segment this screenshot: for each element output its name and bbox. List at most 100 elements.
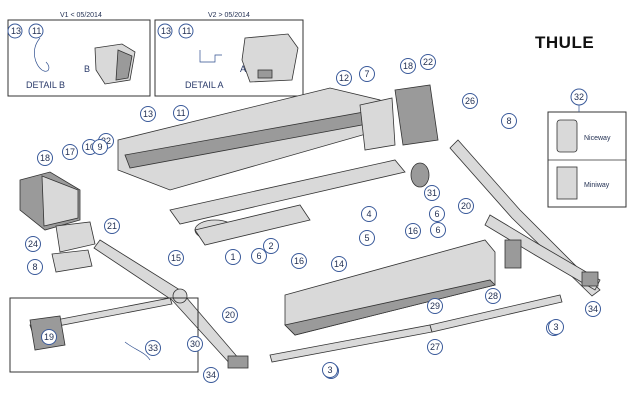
callout-18: 18 — [37, 150, 53, 166]
svg-text:2: 2 — [268, 241, 273, 251]
svg-text:A: A — [240, 64, 246, 74]
svg-text:16: 16 — [408, 226, 418, 236]
left-end-cap — [19, 171, 96, 273]
callout-8: 8 — [27, 259, 43, 275]
svg-text:20: 20 — [461, 201, 471, 211]
svg-text:17: 17 — [65, 147, 75, 157]
svg-text:8: 8 — [32, 262, 37, 272]
detail-b-caption: DETAIL B — [26, 80, 65, 90]
svg-text:22: 22 — [101, 136, 111, 146]
svg-text:11: 11 — [176, 108, 185, 118]
callout-3: 3 — [548, 319, 564, 335]
right-arm — [449, 139, 601, 297]
svg-text:12: 12 — [339, 73, 349, 83]
callout-6: 6 — [430, 222, 446, 238]
callout-34: 34 — [585, 301, 601, 317]
svg-text:5: 5 — [364, 233, 369, 243]
svg-text:16: 16 — [294, 256, 304, 266]
svg-text:24: 24 — [28, 239, 38, 249]
detail-b-version: V1 < 05/2014 — [60, 12, 102, 19]
callout-8: 8 — [501, 113, 517, 129]
svg-text:7: 7 — [364, 69, 369, 79]
left-arm — [93, 239, 249, 369]
svg-text:4: 4 — [366, 209, 371, 219]
callout-34: 34 — [203, 367, 219, 383]
svg-text:22: 22 — [423, 57, 433, 67]
callout-11: 11 — [173, 105, 189, 121]
detail-a-cover — [241, 33, 299, 83]
callout-29: 29 — [427, 298, 443, 314]
callout-19: 19 — [41, 329, 57, 345]
svg-text:9: 9 — [97, 142, 102, 152]
svg-text:13: 13 — [161, 26, 171, 36]
svg-text:33: 33 — [148, 343, 158, 353]
callout-2: 2 — [263, 238, 279, 254]
callout-27: 27 — [427, 339, 443, 355]
svg-text:13: 13 — [11, 26, 21, 36]
detail-b-panel: V1 < 05/2014 13 11 B DETAIL B — [7, 12, 151, 97]
callout-6: 6 — [429, 206, 445, 222]
svg-text:30: 30 — [190, 339, 200, 349]
svg-text:34: 34 — [206, 370, 216, 380]
model-legend: Niceway Miniway 32 — [547, 88, 627, 208]
svg-text:15: 15 — [171, 253, 181, 263]
callout-7: 7 — [359, 66, 375, 82]
cassette-profile — [117, 87, 406, 246]
thule-logo: THULE — [535, 33, 594, 52]
callout-17: 17 — [62, 144, 78, 160]
detail-a-caption: DETAIL A — [185, 80, 224, 90]
svg-text:6: 6 — [434, 209, 439, 219]
svg-text:8: 8 — [506, 116, 511, 126]
callout-1: 1 — [225, 249, 241, 265]
callout-12: 12 — [336, 70, 352, 86]
callout-33: 33 — [145, 340, 161, 356]
motor-detail-panel — [9, 297, 199, 373]
svg-text:21: 21 — [107, 221, 117, 231]
svg-text:34: 34 — [588, 304, 598, 314]
detail-a-panel: V2 > 05/2014 13 11 A DETAIL A — [154, 12, 304, 97]
callout-16: 16 — [405, 223, 421, 239]
svg-text:27: 27 — [430, 342, 440, 352]
svg-text:18: 18 — [40, 153, 50, 163]
callout-15: 15 — [168, 250, 184, 266]
svg-text:11: 11 — [32, 26, 41, 36]
svg-text:B: B — [84, 64, 90, 74]
svg-text:11: 11 — [182, 26, 191, 36]
front-bar — [284, 239, 496, 336]
callout-30: 30 — [187, 336, 203, 352]
callout-6: 6 — [251, 248, 267, 264]
callout-4: 4 — [361, 206, 377, 222]
svg-text:1: 1 — [230, 252, 235, 262]
callout-16: 16 — [291, 253, 307, 269]
bottom-rail — [269, 294, 563, 363]
svg-text:20: 20 — [225, 310, 235, 320]
callout-24: 24 — [25, 236, 41, 252]
legend-miniway: Miniway — [584, 182, 610, 189]
svg-text:32: 32 — [574, 92, 584, 102]
callout-20: 20 — [458, 198, 474, 214]
callout-22: 22 — [420, 54, 436, 70]
detail-a-version: V2 > 05/2014 — [208, 12, 250, 19]
callout-21: 21 — [104, 218, 120, 234]
svg-text:13: 13 — [143, 109, 153, 119]
callout-9: 9 — [92, 139, 108, 155]
callout-20: 20 — [222, 307, 238, 323]
svg-text:6: 6 — [435, 225, 440, 235]
svg-text:3: 3 — [553, 322, 558, 332]
callout-13: 13 — [140, 106, 156, 122]
svg-text:26: 26 — [465, 96, 475, 106]
svg-text:31: 31 — [427, 188, 437, 198]
svg-text:14: 14 — [334, 259, 344, 269]
callout-18: 18 — [400, 58, 416, 74]
svg-text:3: 3 — [327, 365, 332, 375]
callout-3: 3 — [322, 362, 338, 378]
svg-text:6: 6 — [256, 251, 261, 261]
callout-28: 28 — [485, 288, 501, 304]
callout-31: 31 — [424, 185, 440, 201]
callout-26: 26 — [462, 93, 478, 109]
svg-text:29: 29 — [430, 301, 440, 311]
callout-5: 5 — [359, 230, 375, 246]
svg-text:18: 18 — [403, 61, 413, 71]
